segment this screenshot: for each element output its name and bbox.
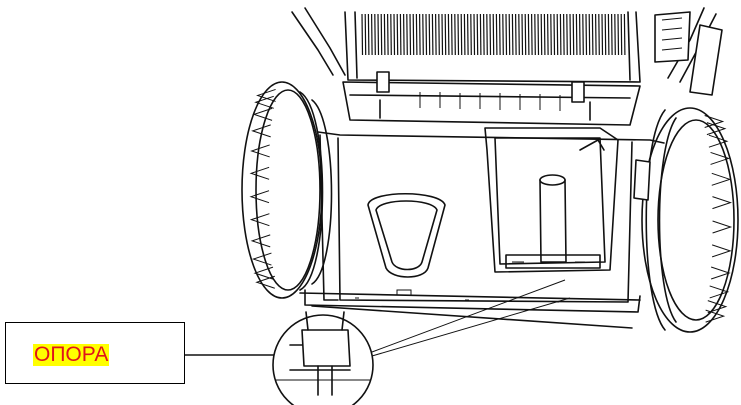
left-wheel [241, 81, 333, 299]
bag-bracket [654, 11, 691, 63]
right-wheel [641, 107, 739, 333]
discharge-chute [484, 127, 619, 273]
deck-badge [367, 193, 446, 296]
deck-body [299, 131, 665, 329]
handle-frame [291, 7, 723, 96]
rear-rail [342, 71, 641, 126]
callout-label-box: ОПОРА [5, 322, 185, 384]
grass-bag [344, 11, 641, 83]
height-lever [633, 159, 651, 201]
leader-line [371, 279, 571, 357]
detail-circle [272, 311, 374, 405]
callout-label: ОПОРА [33, 343, 110, 366]
